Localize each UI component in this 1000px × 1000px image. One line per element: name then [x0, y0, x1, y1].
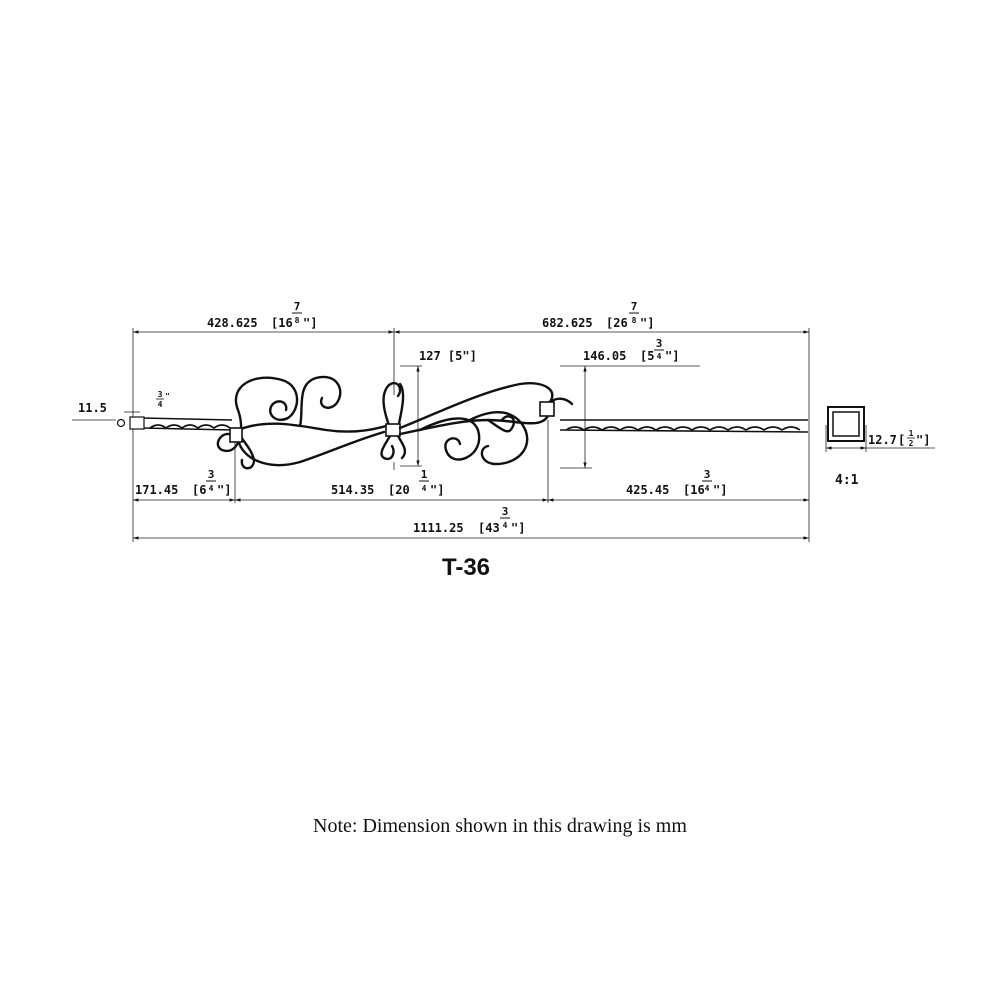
dim-bottom-right-value: 425.45: [626, 483, 669, 497]
dim-tip-width: 11.5: [78, 401, 107, 415]
left-twist-pattern: [149, 424, 231, 429]
dim-overall-den: 4: [503, 521, 508, 530]
scale-label: 4:1: [835, 473, 859, 488]
dim-tube-value: 12.7: [868, 433, 897, 447]
dim-bottom-left-den: 4: [209, 484, 214, 493]
dim-top-left-value: 428.625: [207, 316, 258, 330]
left-twisted-bar: [141, 417, 233, 431]
dim-tube-num: 1: [909, 429, 914, 438]
dim-overall-whole: [43: [478, 521, 500, 535]
dim-top-right-den: 8: [632, 316, 637, 325]
dim-top-left-num: 7: [294, 300, 301, 313]
dim-right-height: 3 146.05 [5 4 "]: [583, 337, 679, 363]
right-twist-pattern: [565, 426, 801, 431]
dim-bottom-middle-close: "]: [430, 483, 444, 497]
dim-tube-den: 2: [909, 439, 914, 448]
bar-tip: [129, 416, 145, 430]
dim-bottom-middle-value: 514.35: [331, 483, 374, 497]
dim-overall-value: 1111.25: [413, 521, 464, 535]
dim-top-right-whole: [26: [606, 316, 628, 330]
center-knot: [380, 381, 407, 461]
dim-overall-num: 3: [502, 505, 509, 518]
dim-top-right-value: 682.625: [542, 316, 593, 330]
dim-bottom-middle: 1 514.35 [20 4 "]: [331, 468, 444, 497]
dim-bottom-left-whole: [6: [192, 483, 206, 497]
dim-top-left: 7 428.625 [16 8 "]: [207, 300, 317, 330]
dim-bottom-left-close: "]: [217, 483, 231, 497]
tube-section: [827, 406, 865, 442]
baluster-part: [116, 375, 809, 470]
right-twisted-bar: [559, 419, 809, 433]
dim-tube-size: 12.7 [ 1 2 "]: [868, 429, 930, 448]
dim-bottom-left-num: 3: [208, 468, 215, 481]
dim-top-left-whole: [16: [271, 316, 293, 330]
dim-tip-fraction: 3 4 ": [156, 390, 170, 409]
dim-bottom-right: 3 425.45 [16 4 "]: [626, 468, 727, 497]
dim-bottom-left-value: 171.45: [135, 483, 178, 497]
right-scroll-group: [398, 382, 574, 466]
left-collar: [229, 427, 243, 443]
right-collar: [539, 401, 555, 417]
dim-center-height: 127 [5"]: [419, 349, 477, 363]
dim-bottom-right-close: "]: [713, 483, 727, 497]
dimension-lines: [133, 330, 935, 540]
dim-bottom-middle-den: 4: [422, 484, 427, 493]
dim-tube-open: [: [898, 433, 905, 447]
dim-bottom-right-whole: [16: [683, 483, 705, 497]
dim-right-height-num: 3: [656, 337, 663, 350]
dim-overall: 3 1111.25 [43 4 "]: [413, 505, 525, 535]
dim-top-right-close: "]: [640, 316, 654, 330]
dim-overall-close: "]: [511, 521, 525, 535]
dim-bottom-right-den: 4: [705, 484, 710, 493]
left-scroll-group: [216, 375, 388, 470]
dim-top-right: 7 682.625 [26 8 "]: [542, 300, 654, 330]
dim-tip-close: ": [165, 392, 170, 401]
dim-tip-num: 3: [158, 390, 163, 399]
dim-bottom-left: 3 171.45 [6 4 "]: [135, 468, 231, 497]
dim-top-left-den: 8: [295, 316, 300, 325]
dimension-note: Note: Dimension shown in this drawing is…: [313, 815, 687, 837]
extension-lines: [72, 328, 867, 542]
dim-tip-den: 4: [158, 400, 163, 409]
dim-tube-close: "]: [916, 433, 930, 447]
dim-bottom-middle-num: 1: [421, 468, 428, 481]
dim-right-height-value: 146.05: [583, 349, 626, 363]
dim-right-height-close: "]: [665, 349, 679, 363]
dim-right-height-den: 4: [657, 352, 662, 361]
dim-top-left-close: "]: [303, 316, 317, 330]
dim-bottom-middle-whole: [20: [388, 483, 410, 497]
drawing-title: T-36: [442, 554, 490, 581]
tip-end-circle: [116, 418, 126, 428]
dim-right-height-whole: [5: [640, 349, 654, 363]
dim-top-right-num: 7: [631, 300, 638, 313]
dim-bottom-right-num: 3: [704, 468, 711, 481]
